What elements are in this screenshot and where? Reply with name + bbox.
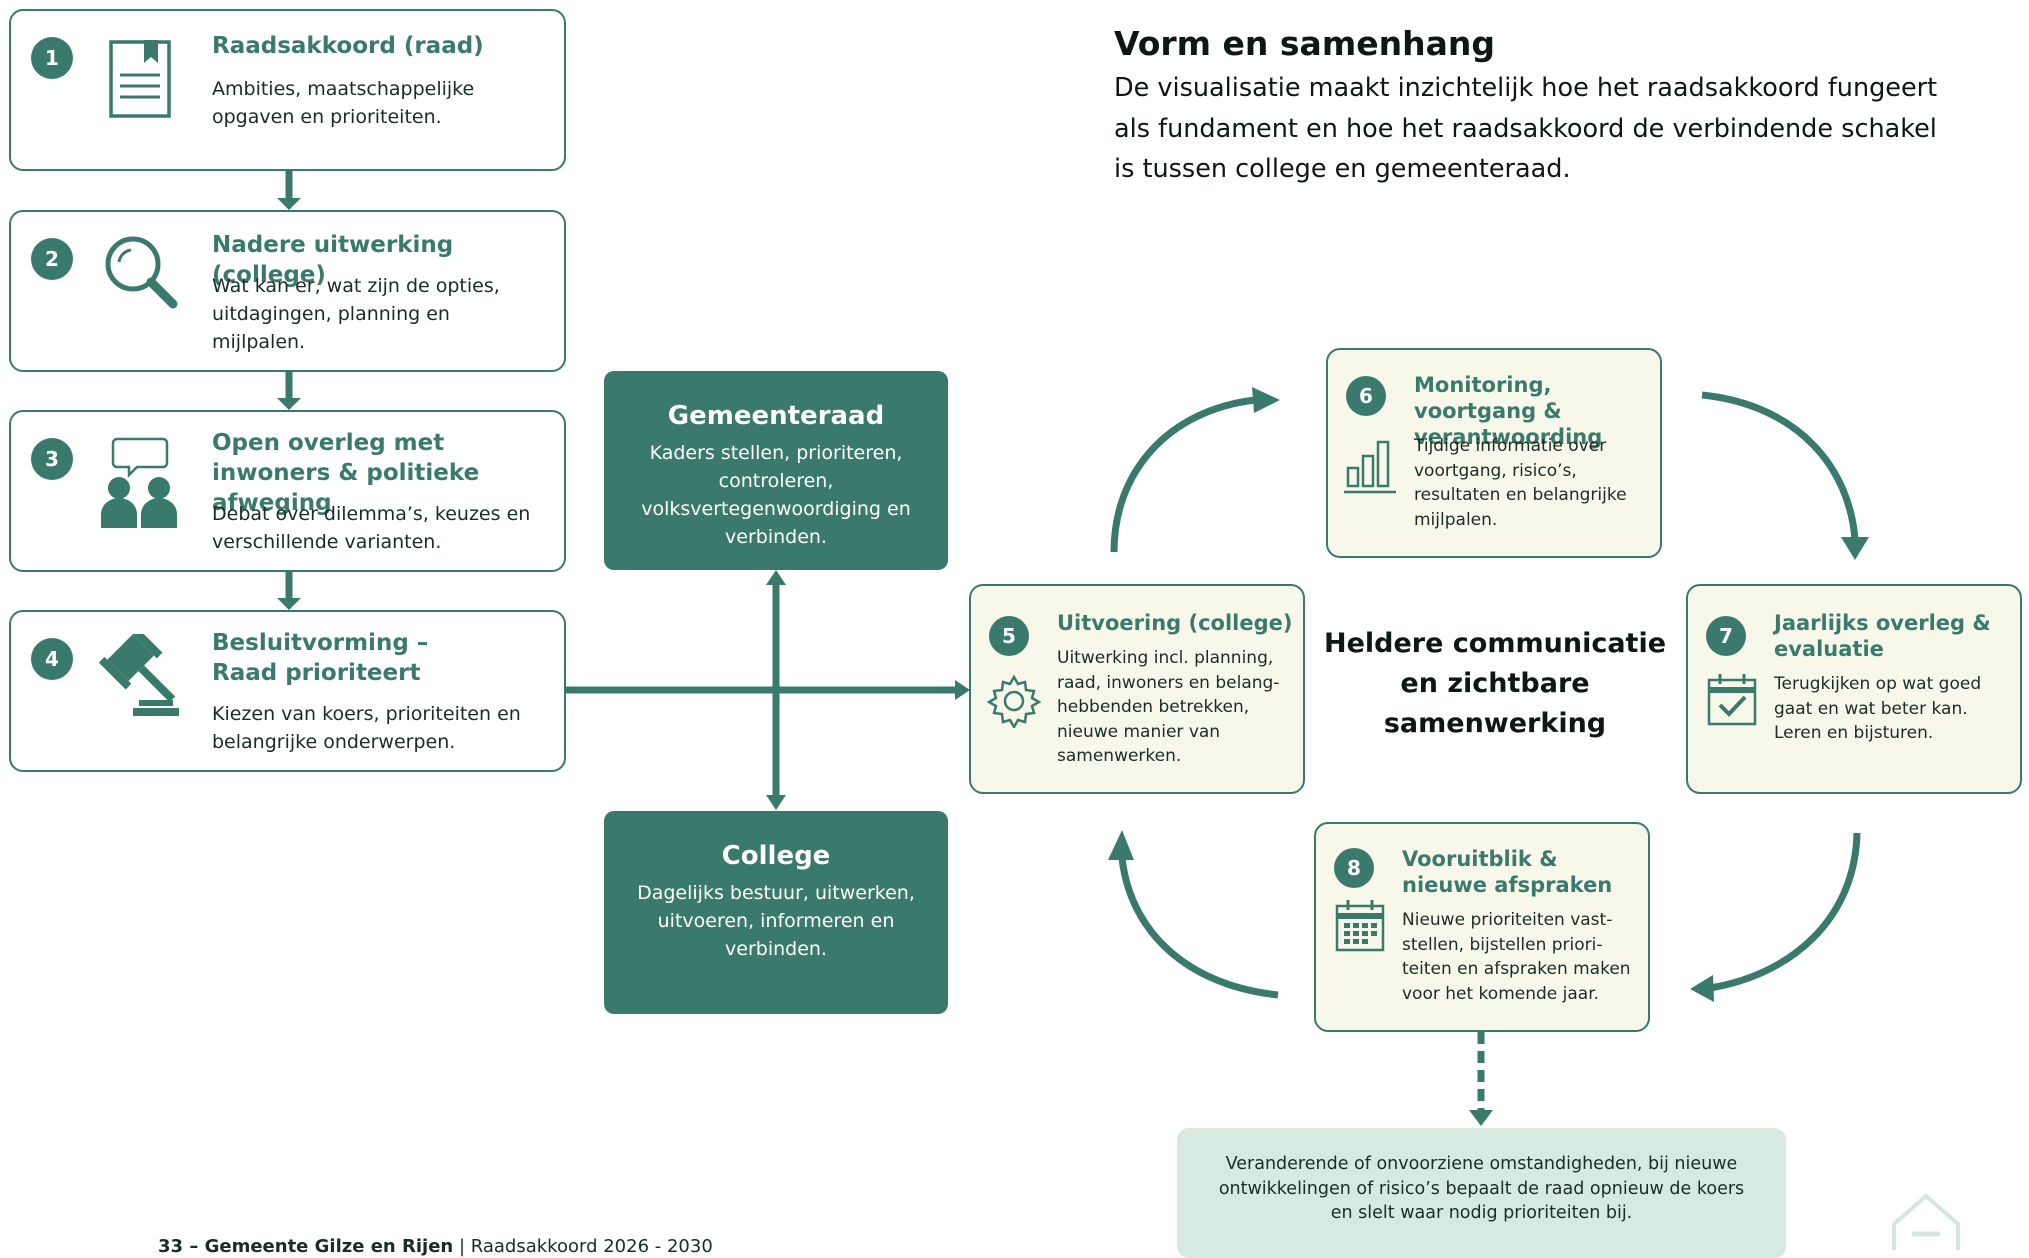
step-number-badge: 6 bbox=[1346, 376, 1386, 416]
gemeenteraad-title: Gemeenteraad bbox=[667, 401, 885, 431]
step-title: Besluitvorming – Raad prioriteert bbox=[212, 630, 429, 686]
cycle-card-8: 8 Vooruitblik & nieuwe afspraken Nieuwe … bbox=[1314, 822, 1650, 1032]
step-number-badge: 8 bbox=[1334, 848, 1374, 888]
people-chat-icon bbox=[101, 437, 177, 528]
step-description: Kiezen van koers, prioriteiten en belang… bbox=[212, 703, 521, 753]
step-card-3: 3 Open overleg met inwoners & politieke … bbox=[9, 410, 566, 572]
step-card-2: 2 Nadere uitwerking (college) Wat kan er… bbox=[9, 210, 566, 372]
step-title: Uitvoering (college) bbox=[1057, 611, 1293, 635]
step-card-4: 4 Besluitvorming – Raad prioriteert Kiez… bbox=[9, 610, 566, 772]
gemeenteraad-box: Gemeenteraad Kaders stellen, prioriteren… bbox=[604, 371, 948, 570]
step-number-badge: 5 bbox=[989, 616, 1029, 656]
calendar-check-icon bbox=[1707, 674, 1757, 726]
college-title: College bbox=[721, 841, 831, 871]
house-logo-icon bbox=[1892, 1193, 1960, 1250]
cycle-center-text: Heldere communicatie en zichtbare samenw… bbox=[1323, 628, 1667, 739]
page-title: Vorm en samenhang bbox=[1114, 24, 1495, 63]
step-title: Monitoring, voortgang & verantwoording bbox=[1414, 373, 1603, 449]
college-box: College Dagelijks bestuur, uitwerken, ui… bbox=[604, 811, 948, 1014]
step-title: Vooruitblik & nieuwe afspraken bbox=[1402, 847, 1613, 897]
cycle-card-6: 6 Monitoring, voortgang & verantwoording… bbox=[1326, 348, 1662, 558]
step-card-1: 1 Raadsakkoord (raad) Ambities, maatscha… bbox=[9, 9, 566, 171]
step-description: Terugkijken op wat goed gaat en wat bete… bbox=[1774, 674, 1982, 743]
gavel-icon bbox=[98, 634, 179, 716]
step-description: Wat kan er, wat zijn de opties, uitdagin… bbox=[212, 275, 500, 353]
step-number-badge: 1 bbox=[31, 37, 73, 79]
footer-document: Raadsakkoord 2026 - 2030 bbox=[470, 1236, 713, 1257]
page-footer: 33 – Gemeente Gilze en Rijen | Raadsakko… bbox=[158, 1236, 713, 1257]
document-icon bbox=[109, 40, 171, 118]
intro-text: De visualisatie maakt inzichtelijk hoe h… bbox=[1114, 73, 1938, 184]
step-title: Jaarlijks overleg & evaluatie bbox=[1774, 611, 1991, 661]
step-number-badge: 3 bbox=[31, 438, 73, 480]
calendar-icon bbox=[1335, 900, 1385, 952]
step-number-badge: 2 bbox=[31, 238, 73, 280]
magnifier-icon bbox=[105, 236, 178, 309]
step-title: Nadere uitwerking (college) bbox=[212, 232, 454, 288]
step-description: Nieuwe prioriteiten vast-stellen, bijste… bbox=[1402, 910, 1631, 1004]
note-box: Veranderende of onvoorziene omstandighed… bbox=[1177, 1128, 1786, 1258]
bar-chart-icon bbox=[1344, 440, 1396, 494]
footer-org: Gemeente Gilze en Rijen bbox=[204, 1236, 454, 1257]
step-description: Uitwerking incl. planning, raad, inwoner… bbox=[1057, 648, 1280, 766]
gemeenteraad-description: Kaders stellen, prioriteren, controleren… bbox=[641, 442, 911, 548]
step-description: Ambities, maatschappelijke opgaven en pr… bbox=[212, 78, 475, 128]
step-number-badge: 4 bbox=[31, 638, 73, 680]
step-title: Raadsakkoord (raad) bbox=[212, 33, 484, 59]
gear-icon bbox=[987, 674, 1041, 728]
step-number-badge: 7 bbox=[1706, 616, 1746, 656]
step-title: Open overleg met inwoners & politieke af… bbox=[212, 430, 480, 516]
cycle-card-7: 7 Jaarlijks overleg & evaluatie Terugkij… bbox=[1686, 584, 2022, 794]
step-description: Tijdige informatie over voortgang, risic… bbox=[1414, 436, 1627, 530]
step-description: Debat over dilemma’s, keuzes en verschil… bbox=[212, 503, 531, 553]
note-text: Veranderende of onvoorziene omstandighed… bbox=[1218, 1154, 1745, 1223]
cycle-card-5: 5 Uitvoering (college) Uitwerking incl. … bbox=[969, 584, 1305, 794]
page-number: 33 bbox=[158, 1236, 184, 1257]
college-description: Dagelijks bestuur, uitwerken, uitvoeren,… bbox=[637, 882, 915, 960]
